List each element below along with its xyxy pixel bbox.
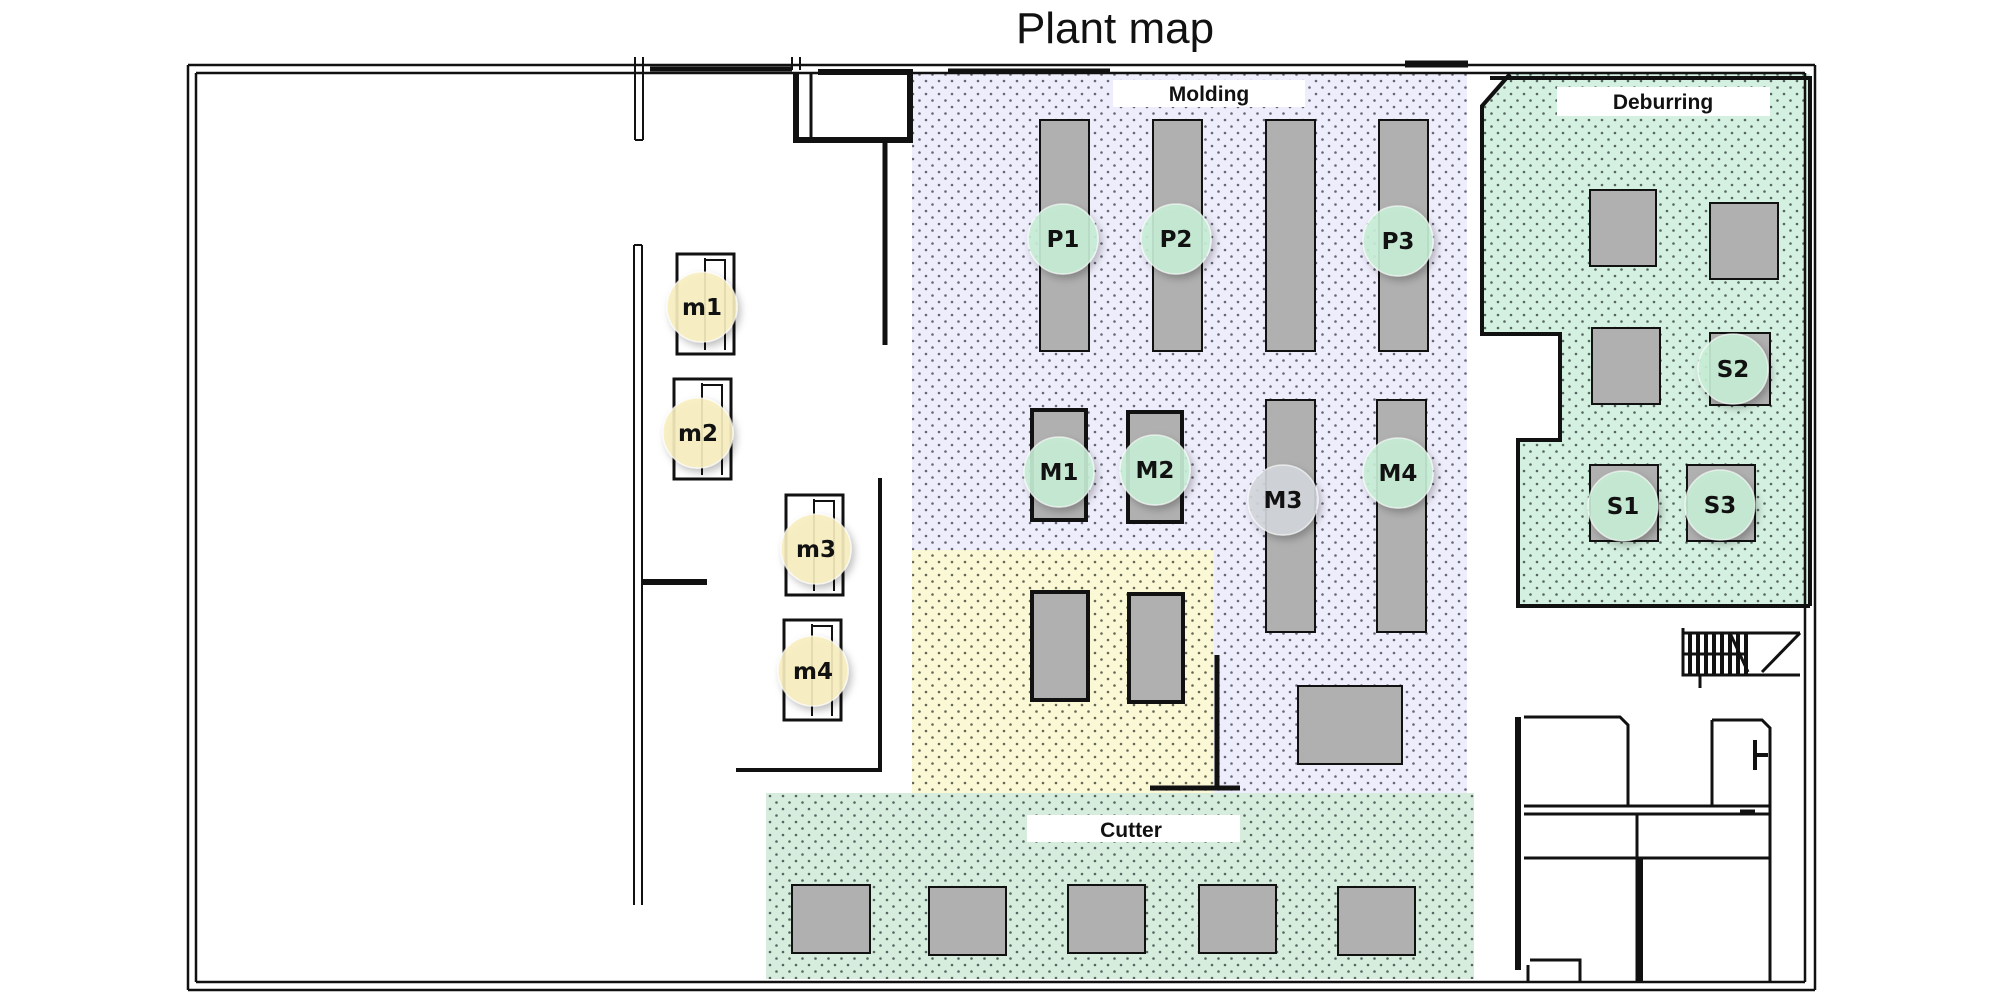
marker-circle[interactable] (1027, 203, 1099, 275)
cutter-machine[interactable] (1337, 886, 1416, 956)
deburring-machine[interactable] (1589, 189, 1657, 267)
marker-label: P1 (1047, 227, 1080, 253)
marker-label: m1 (682, 295, 722, 321)
marker-p2[interactable]: P2 (1140, 203, 1212, 275)
marker-circle[interactable] (1684, 469, 1756, 541)
marker-circle[interactable] (780, 513, 852, 585)
marker-m2[interactable]: m2 (662, 397, 734, 469)
marker-circle[interactable] (1362, 205, 1434, 277)
press-machine[interactable] (1265, 119, 1316, 352)
marker-m4[interactable]: m4 (777, 635, 849, 707)
marker-p1[interactable]: P1 (1027, 203, 1099, 275)
marker-label: M2 (1136, 458, 1175, 484)
marker-p3[interactable]: P3 (1362, 205, 1434, 277)
marker-circle[interactable] (1587, 470, 1659, 542)
marker-label: m4 (793, 659, 833, 685)
marker-label: P3 (1382, 229, 1415, 255)
marker-label: M1 (1040, 460, 1079, 486)
marker-label: S3 (1704, 493, 1737, 519)
zone-label-molding: Molding (1169, 83, 1249, 106)
marker-circle[interactable] (666, 271, 738, 343)
marker-m2[interactable]: M2 (1119, 434, 1191, 506)
zone-label-cutter: Cutter (1100, 819, 1162, 842)
marker-label: m3 (796, 537, 836, 563)
marker-circle[interactable] (662, 397, 734, 469)
page-title: Plant map (1015, 4, 1215, 53)
marker-circle[interactable] (777, 635, 849, 707)
marker-circle[interactable] (1697, 333, 1769, 405)
marker-m1[interactable]: M1 (1023, 436, 1095, 508)
marker-label: m2 (678, 421, 718, 447)
marker-label: M3 (1264, 488, 1303, 514)
assembly-machine[interactable] (1030, 590, 1090, 702)
deburring-machine[interactable] (1591, 327, 1661, 405)
marker-circle[interactable] (1247, 464, 1319, 536)
marker-circle[interactable] (1119, 434, 1191, 506)
marker-label: S1 (1607, 494, 1640, 520)
marker-m4[interactable]: M4 (1362, 437, 1434, 509)
molding-unit[interactable] (1297, 685, 1403, 765)
mold-machine[interactable] (1376, 399, 1427, 633)
marker-circle[interactable] (1023, 436, 1095, 508)
marker-circle[interactable] (1140, 203, 1212, 275)
cutter-machine[interactable] (1067, 884, 1146, 954)
assembly-machine[interactable] (1127, 592, 1185, 704)
marker-m3[interactable]: M3 (1247, 464, 1319, 536)
marker-label: M4 (1379, 461, 1418, 487)
stairs (1681, 628, 1802, 688)
marker-s3[interactable]: S3 (1684, 469, 1756, 541)
outer-walls (186, 63, 1817, 992)
cutter-equipment (791, 884, 1416, 956)
cutter-machine[interactable] (791, 884, 871, 954)
marker-s1[interactable]: S1 (1587, 470, 1659, 542)
deburring-machine[interactable] (1709, 202, 1779, 280)
service-rooms (1515, 715, 1772, 982)
marker-m3[interactable]: m3 (780, 513, 852, 585)
cutter-machine[interactable] (1198, 884, 1277, 954)
marker-label: P2 (1160, 227, 1193, 253)
interior-walls (633, 57, 1812, 982)
zone-labels: Molding Deburring Cutter (1027, 80, 1770, 842)
cutter-machine[interactable] (928, 886, 1007, 956)
marker-circle[interactable] (1362, 437, 1434, 509)
marker-m1[interactable]: m1 (666, 271, 738, 343)
marker-s2[interactable]: S2 (1697, 333, 1769, 405)
marker-label: S2 (1717, 357, 1750, 383)
zone-label-deburring: Deburring (1613, 91, 1713, 114)
